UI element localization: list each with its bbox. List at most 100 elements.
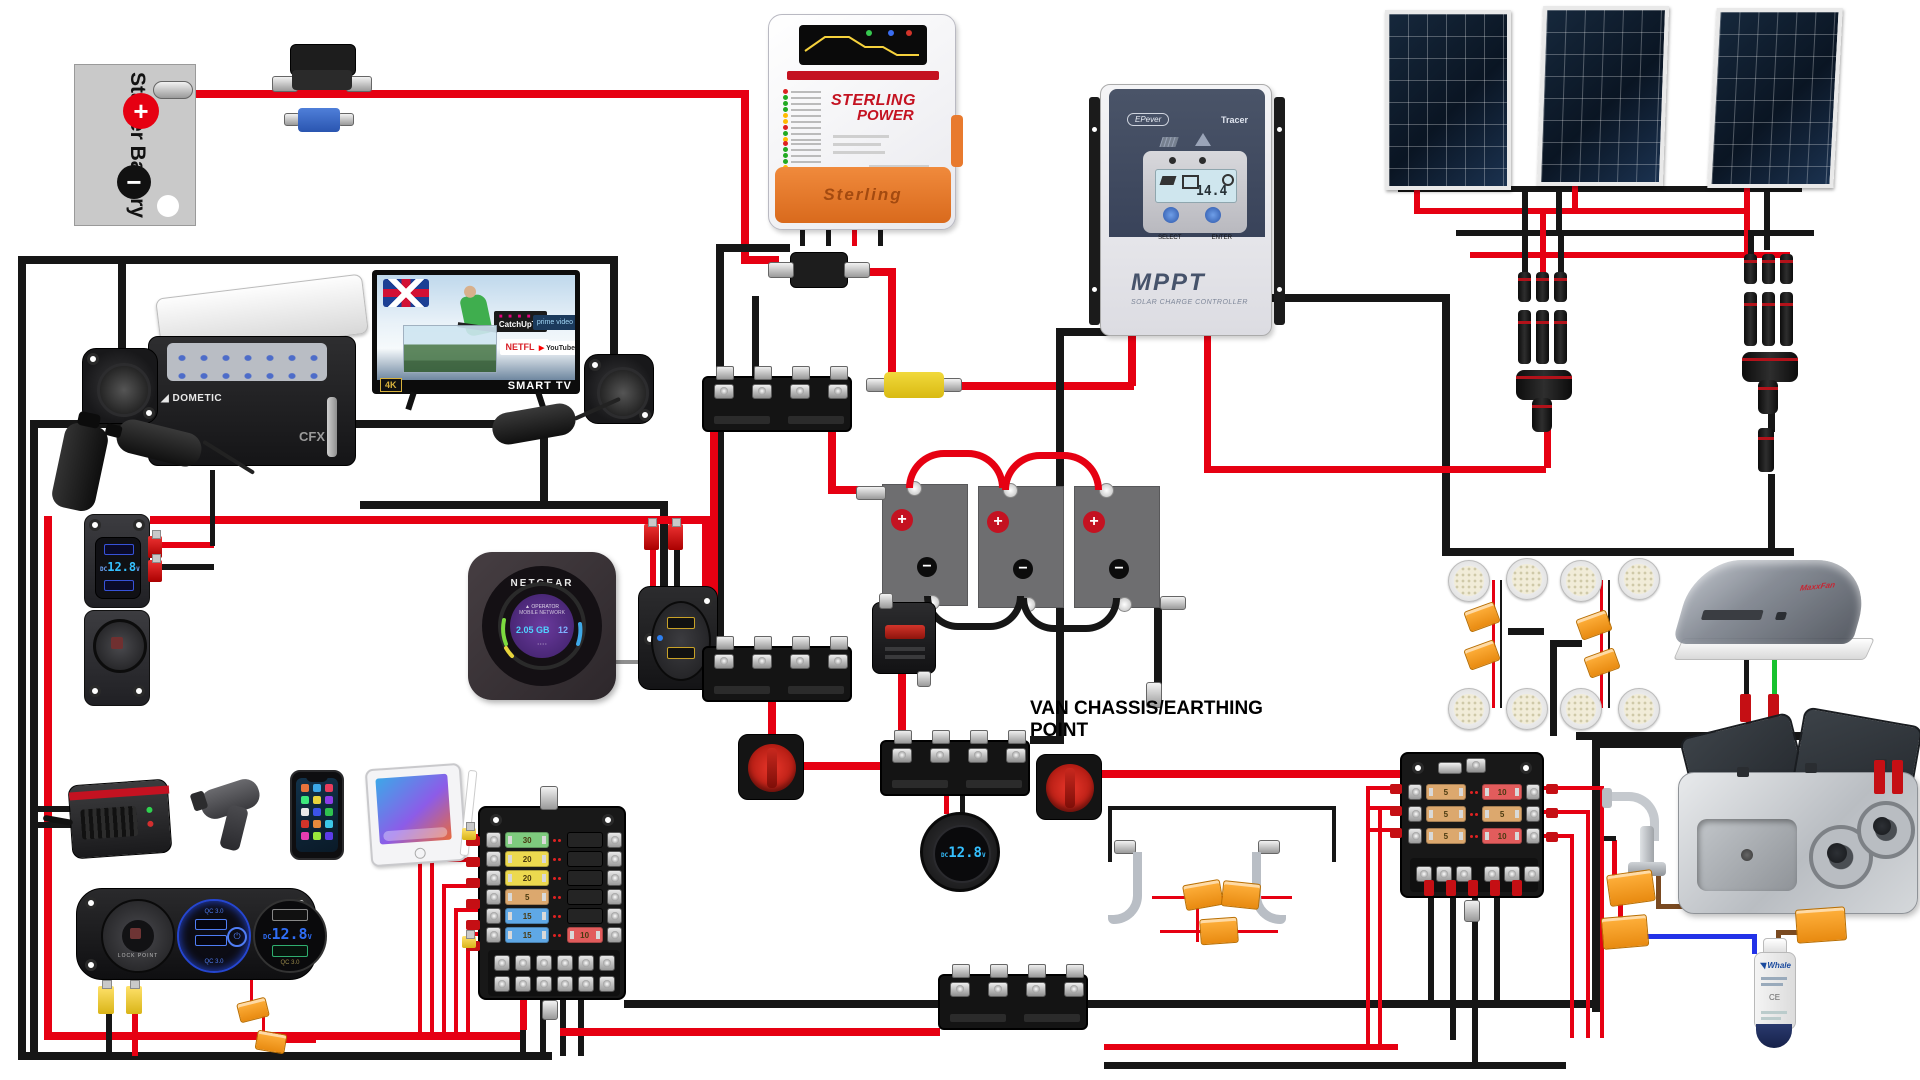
router-signal-ring [498,582,586,670]
b2b-led-indicator [783,89,821,94]
mc4-connector [1780,254,1793,284]
bus-bar [702,366,852,432]
mppt-lower: MPPT SOLAR CHARGE CONTROLLER [1109,243,1265,331]
bus-bar-terminal [932,730,950,744]
wire-segment [1154,604,1162,686]
b2b-led-indicator [783,153,821,158]
wire-segment [1542,786,1604,790]
wire-segment [1748,230,1754,256]
led-downlight [1448,688,1490,730]
wire-segment [1500,580,1502,708]
mc4-branch-connector [1532,398,1552,432]
battery-switch[interactable] [738,734,804,800]
wire-segment [1522,186,1528,274]
wire-segment [1644,934,1756,939]
bus-bar-terminal [830,636,848,650]
print-line [833,151,885,154]
wire-segment [430,858,434,1038]
wire-segment [1764,186,1770,250]
wire-segment [30,420,38,1056]
terminal-boot [466,857,480,867]
bus-terminal [515,976,531,992]
bus-bar-stud [892,748,912,763]
wire-segment [282,1040,316,1043]
bus-bar-stud [930,748,950,763]
print-line [869,165,929,168]
mc4-inline-fuse [1780,292,1793,346]
wire-segment [18,256,26,1056]
mppt-select-button[interactable] [1163,207,1179,223]
tablet [364,762,478,868]
wire-segment [560,998,566,1056]
blade-fuse: 20 [505,870,550,886]
terminal-boot [466,878,480,888]
sink-bowl [1697,819,1797,891]
wire-segment [1592,740,1764,748]
mc4-branch-connector [1758,380,1778,414]
wire-segment [1442,548,1794,556]
spade-connector [126,980,142,1014]
bus-bar-slot [714,416,770,424]
terminal-boot [466,836,480,846]
wire-segment [1378,806,1382,1046]
solar-panel [1707,8,1843,188]
wire-segment [710,432,718,652]
wire-segment [1128,288,1136,386]
bus-terminal [536,976,552,992]
tv-label: SMART TV [507,380,572,392]
fridge-handle [327,397,337,457]
mppt-subtitle: SOLAR CHARGE CONTROLLER [1131,299,1248,306]
socket-12v [82,348,158,424]
wire-segment [1744,176,1750,256]
chrome-bracket-cluster [1100,800,1340,960]
mc4-inline-fuse [1536,310,1549,364]
blade-fuse: 20 [505,851,550,867]
fuse-row: 15 [486,908,622,924]
led-downlight [1560,560,1602,602]
wire-segment [1256,294,1444,302]
bus-terminal [536,955,552,971]
mc4-connector [1762,254,1775,284]
b2b-led-indicator [783,159,821,164]
b2b-led-indicator [783,95,821,100]
tv-leg [405,391,417,411]
mppt-lcd-bezel: 14.4 [1143,151,1247,233]
wire-segment [1656,866,1661,908]
bus-bar-terminal [754,366,772,380]
led-downlight [1560,688,1602,730]
wire-segment [1768,474,1775,552]
wire-segment [674,546,680,590]
terminal-boot [1446,880,1456,896]
leisure-battery: +− [978,483,1064,612]
mppt-enter-button[interactable] [1205,207,1221,223]
wire-segment [1592,740,1600,1012]
bus-bar-terminal [1066,964,1084,978]
fridge-brand: ◢ DOMETIC [161,393,223,404]
wire-segment [898,672,906,740]
wire-segment [610,256,618,358]
b2b-led-indicator [783,119,821,124]
power-button-icon[interactable]: ⏻ [227,927,247,947]
mppt-rail-left [1089,97,1100,325]
blade-fuse: 10 [566,927,603,943]
battery-switch[interactable] [1036,754,1102,820]
led-downlight [1448,560,1490,602]
leisure-battery: +− [1074,483,1160,612]
wire-segment [828,432,836,492]
b2b-brand: STERLING POWER [831,92,916,124]
wire-segment [1558,230,1564,274]
led-downlight [1506,558,1548,600]
fan-dome: MaxxFan [1671,560,1877,644]
wire-segment [1768,406,1775,432]
wire-segment [454,908,480,912]
wire-segment [1456,230,1814,236]
wire-segment [716,244,724,652]
wago-connector [1199,916,1239,946]
wire-segment [284,1036,420,1040]
battery-minus-symbol: − [917,557,937,577]
b2b-led-indicator [783,141,821,146]
